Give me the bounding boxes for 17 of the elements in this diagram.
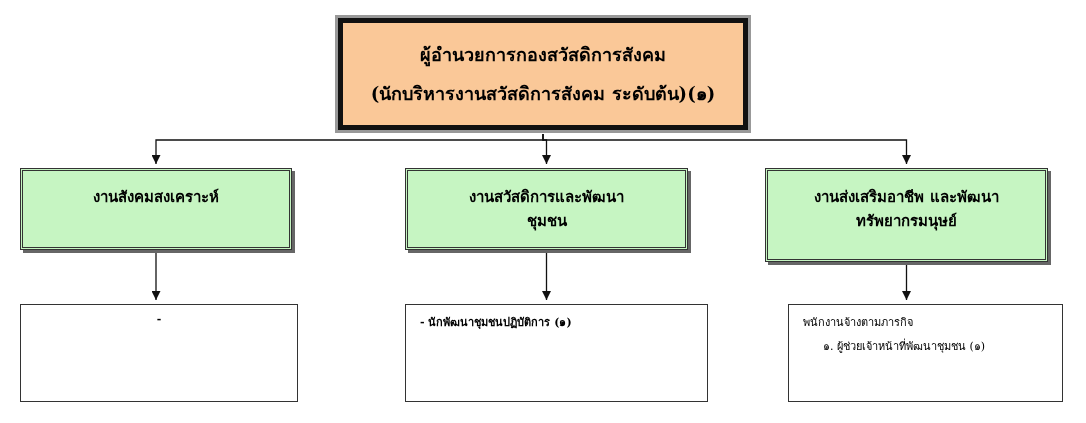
section-title: งานส่งเสริมอาชีพ และพัฒนาทรัพยากรมนุษย์ [813,187,1000,233]
staff-item: - [155,313,163,326]
section-box [405,168,688,250]
director-box [338,18,748,130]
connector-arrow [542,133,911,165]
staff-box [405,304,708,402]
section-title: งานสวัสดิการและพัฒนาชุมชน [468,187,625,233]
staff-box [788,304,1063,402]
section-title: งานสังคมสงเคราะห์ [93,187,219,208]
section-box [765,168,1048,262]
staff-heading: พนักงานจ้างตามภารกิจ [803,315,914,331]
staff-item: - นักพัฒนาชุมชนปฏิบัติการ (๑) [420,315,573,331]
position-subtitle: (นักบริหารงานสวัสดิการสังคม ระดับต้น)(๑) [370,82,716,106]
staff-item: ๑. ผู้ช่วยเจ้าหน้าที่พัฒนาชุมชน (๑) [822,337,987,355]
staff-box [20,304,298,402]
section-box [20,168,292,250]
position-title: ผู้อำนวยการกองสวัสดิการสังคม [420,43,666,69]
